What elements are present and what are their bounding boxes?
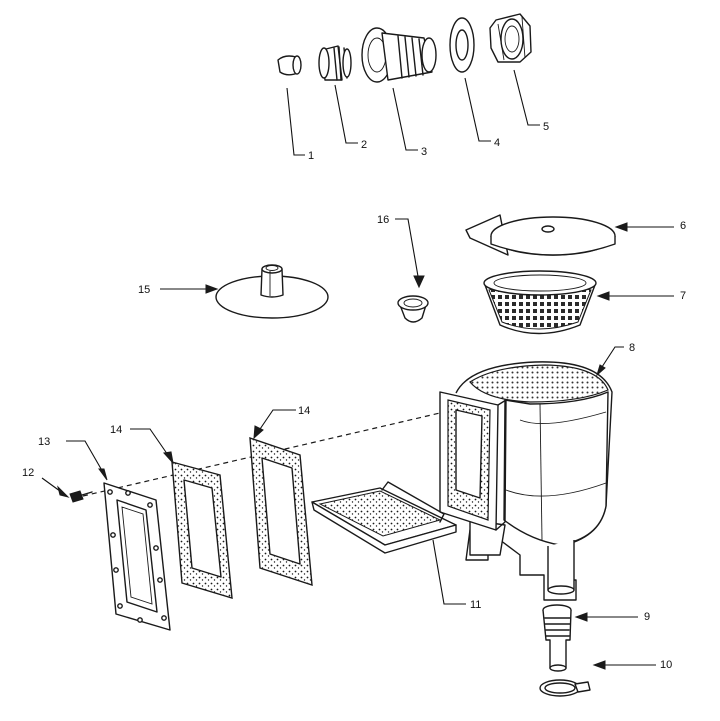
part-14-rear-gasket	[249, 436, 313, 586]
leader-16	[395, 218, 420, 283]
leader-14b	[257, 409, 296, 433]
callout-6: 6	[680, 220, 686, 232]
part-2-eyeball-fitting	[318, 45, 352, 81]
part-4-gasket-ring	[449, 17, 475, 73]
part-8-skimmer-body	[439, 361, 613, 601]
callout-8: 8	[629, 342, 635, 354]
leader-3	[392, 87, 418, 151]
callout-4: 4	[494, 137, 500, 149]
callout-12: 12	[22, 467, 34, 479]
part-10-hose-clamp	[539, 679, 591, 697]
callout-3: 3	[421, 146, 427, 158]
callout-16: 16	[377, 214, 389, 226]
callout-14b: 14	[298, 405, 310, 417]
leader-11	[432, 539, 466, 605]
part-1-eyeball-plug	[277, 55, 302, 76]
part-7-strainer-basket	[483, 270, 597, 335]
part-13-faceplate	[103, 482, 171, 631]
callout-5: 5	[543, 121, 549, 133]
leader-5	[513, 69, 540, 126]
part-15-skimmer-vacuum-plate	[215, 264, 329, 319]
callout-7: 7	[680, 290, 686, 302]
part-6-skimmer-lid	[465, 214, 616, 256]
callout-11: 11	[470, 599, 481, 611]
leader-8	[599, 346, 624, 371]
callout-10: 10	[660, 659, 672, 671]
callout-2: 2	[361, 139, 367, 151]
part-9-hose-adapter	[542, 604, 572, 672]
callout-1: 1	[308, 150, 314, 162]
leader-1	[286, 87, 305, 156]
leader-14a	[130, 428, 171, 459]
leader-4	[464, 77, 491, 142]
callout-13: 13	[38, 436, 50, 448]
callout-15: 15	[138, 284, 150, 296]
part-5-lock-nut	[489, 13, 532, 63]
part-14-front-gasket	[171, 461, 233, 599]
part-3-return-inlet-body	[361, 27, 437, 83]
callout-14a: 14	[110, 424, 122, 436]
leader-2	[334, 84, 358, 144]
part-12-screw	[69, 490, 93, 503]
part-11-weir-door	[311, 481, 457, 554]
callout-9: 9	[644, 611, 650, 623]
leader-13	[66, 440, 105, 475]
part-16-flow-valve	[397, 295, 429, 323]
